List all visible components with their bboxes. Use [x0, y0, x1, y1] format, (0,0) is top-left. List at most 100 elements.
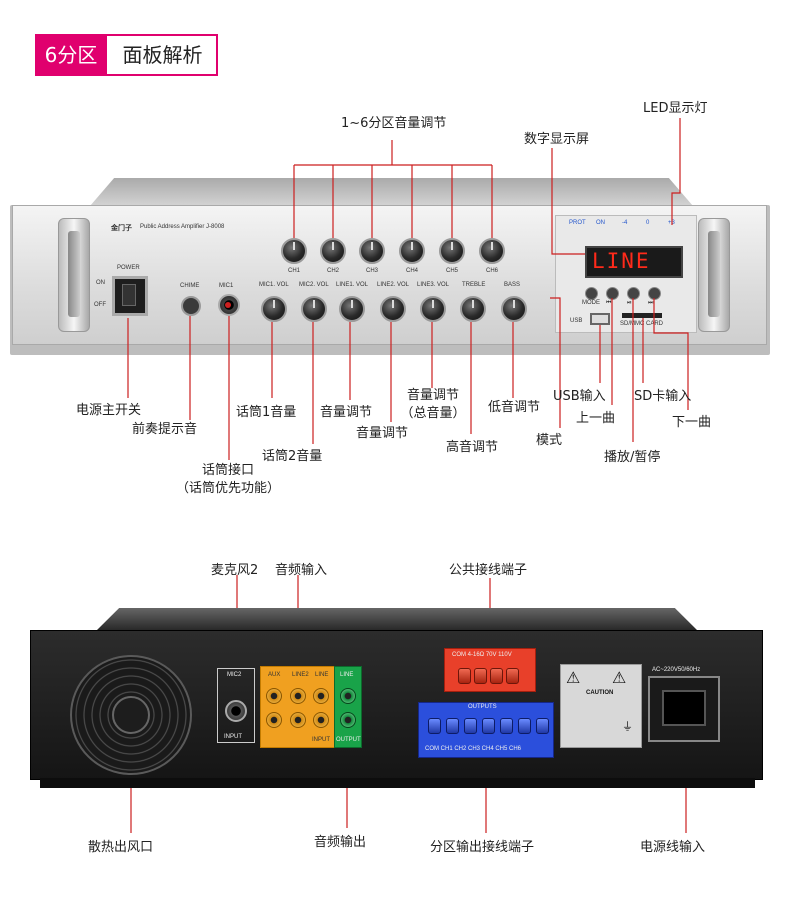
mic2-jack[interactable]	[225, 700, 247, 722]
led-prot: PROT	[569, 220, 586, 226]
outputs-channels-label: COM CH1 CH2 CH3 CH4 CH5 CH6	[425, 746, 522, 752]
mic-jack-note: （话筒优先功能）	[175, 481, 280, 496]
usb-port[interactable]	[590, 313, 610, 325]
ch3-label: CH3	[366, 268, 379, 274]
led-on: ON	[596, 220, 605, 226]
brand-logo: 金门子	[111, 225, 132, 232]
mode-button[interactable]	[585, 287, 598, 300]
mic2-vol-knob[interactable]	[301, 296, 327, 322]
line2-vol-annotation: 音量调节	[356, 426, 409, 441]
line3-vol-title: 音量调节	[406, 388, 459, 403]
ch1-knob[interactable]	[281, 238, 307, 264]
common-terminal-annotation: 公共接线端子	[449, 563, 528, 578]
line1-vol-annotation: 音量调节	[320, 405, 373, 420]
on-label: ON	[96, 280, 105, 286]
ch6-label: CH6	[486, 268, 499, 274]
audio-output-block	[334, 666, 362, 748]
line3-vol-knob[interactable]	[420, 296, 446, 322]
output-rca-bottom[interactable]	[340, 712, 356, 728]
ch3-knob[interactable]	[359, 238, 385, 264]
output-rca-top[interactable]	[340, 688, 356, 704]
page-title: 面板解析	[122, 43, 203, 67]
zone-ch6-screw[interactable]	[536, 718, 549, 734]
line2-rear-label: LINE2	[292, 672, 309, 678]
outputs-label: OUTPUTS	[468, 704, 497, 710]
play-annotation: 播放/暂停	[604, 450, 661, 465]
line3-vol-annotation: 音量调节 （总音量）	[398, 387, 468, 423]
ch6-knob[interactable]	[479, 238, 505, 264]
mode-label: MODE	[582, 300, 600, 306]
digital-display-annotation: 数字显示屏	[524, 132, 590, 147]
usb-annotation: USB输入	[553, 389, 606, 404]
line3-vol-note: （总音量）	[400, 406, 466, 421]
com-screw[interactable]	[458, 668, 471, 684]
bass-annotation: 低音调节	[488, 400, 541, 415]
sd-card-slot[interactable]	[622, 313, 662, 318]
mic2-input-block	[217, 668, 255, 743]
next-annotation: 下一曲	[672, 415, 712, 430]
display-text: LINE	[592, 249, 651, 273]
off-label: OFF	[94, 302, 106, 308]
audio-out-annotation: 音频输出	[314, 835, 367, 850]
next-icon: ⏭	[648, 300, 654, 306]
mic2-vol-label: MIC2. VOL	[299, 282, 329, 288]
warning-triangle-icon: ⚠	[566, 668, 581, 687]
mode-annotation: 模式	[536, 433, 563, 448]
mic2-input-label: INPUT	[224, 734, 242, 740]
bass-knob[interactable]	[501, 296, 527, 322]
mic1-vol-knob[interactable]	[261, 296, 287, 322]
sd-annotation: SD卡输入	[634, 389, 692, 404]
ch5-knob[interactable]	[439, 238, 465, 264]
zone-ch3-screw[interactable]	[482, 718, 495, 734]
zone-com-screw[interactable]	[428, 718, 441, 734]
ch4-knob[interactable]	[399, 238, 425, 264]
zone-terminal-annotation: 分区输出接线端子	[430, 840, 535, 855]
aux-rca-bottom[interactable]	[266, 712, 282, 728]
line2-vol-knob[interactable]	[380, 296, 406, 322]
mic2-vol-annotation: 话筒2音量	[262, 449, 323, 464]
zone-ch2-screw[interactable]	[464, 718, 477, 734]
power-input-annotation: 电源线输入	[640, 840, 706, 855]
bass-label: BASS	[504, 282, 521, 288]
treble-knob[interactable]	[460, 296, 486, 322]
mic2-annotation: 麦克风2	[211, 563, 259, 578]
model-text: Public Address Amplifier J-8008	[140, 224, 225, 230]
line2-rca-top[interactable]	[290, 688, 306, 704]
ch5-label: CH5	[446, 268, 459, 274]
power-socket[interactable]	[662, 690, 706, 726]
title-prefix: 6分区	[35, 34, 107, 76]
zone-ch1-screw[interactable]	[446, 718, 459, 734]
line-rca-bottom[interactable]	[313, 712, 329, 728]
v110-screw[interactable]	[506, 668, 519, 684]
caution-text: CAUTION	[586, 690, 614, 696]
ch2-label: CH2	[327, 268, 340, 274]
mic1-vol-annotation: 话筒1音量	[236, 405, 297, 420]
led-zero: 0	[646, 220, 650, 226]
aux-label: AUX	[268, 672, 281, 678]
ac-label: AC~220V50/60Hz	[652, 667, 701, 673]
fan-hub	[112, 696, 150, 734]
treble-annotation: 高音调节	[446, 440, 499, 455]
rear-chassis-base	[40, 778, 755, 788]
line1-vol-knob[interactable]	[339, 296, 365, 322]
zone-ch5-screw[interactable]	[518, 718, 531, 734]
line-rca-top[interactable]	[313, 688, 329, 704]
ch2-knob[interactable]	[320, 238, 346, 264]
caution-label-plate	[560, 664, 642, 748]
audio-in-annotation: 音频输入	[275, 563, 328, 578]
mic1-label: MIC1	[219, 283, 234, 289]
power-switch[interactable]	[112, 276, 148, 316]
v70-screw[interactable]	[490, 668, 503, 684]
chime-button[interactable]	[181, 296, 201, 316]
zone-ch4-screw[interactable]	[500, 718, 513, 734]
power-rocker	[122, 284, 136, 306]
aux-rca-top[interactable]	[266, 688, 282, 704]
led-annotation: LED显示灯	[643, 101, 708, 116]
digital-display	[585, 246, 683, 278]
ground-icon: ⏚	[622, 720, 633, 733]
chime-label: CHIME	[180, 283, 200, 289]
mic1-vol-label: MIC1. VOL	[259, 282, 289, 288]
line2-rca-bottom[interactable]	[290, 712, 306, 728]
ohm-screw[interactable]	[474, 668, 487, 684]
shock-triangle-icon: ⚠	[612, 668, 627, 687]
